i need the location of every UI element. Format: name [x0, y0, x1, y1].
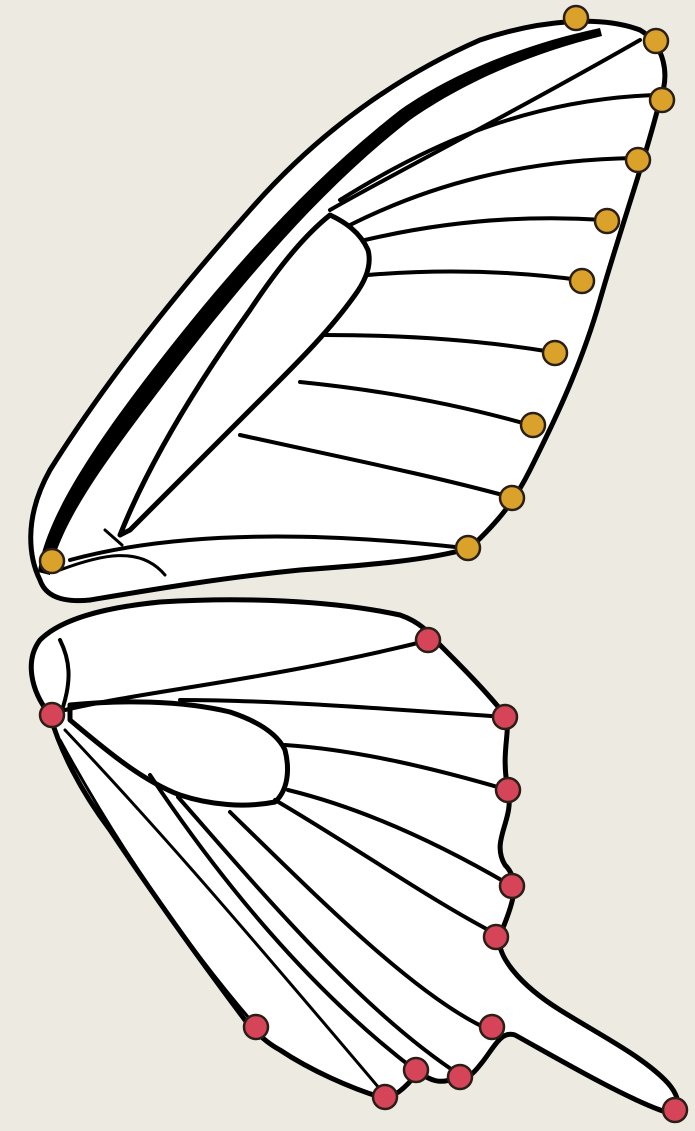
forewing-landmark [644, 29, 668, 53]
hindwing-landmark [500, 874, 524, 898]
forewing [31, 21, 665, 600]
hindwing-landmark [416, 628, 440, 652]
forewing-landmark [40, 549, 64, 573]
hindwing-landmark [484, 925, 508, 949]
forewing-landmark [595, 209, 619, 233]
forewing-landmark [650, 88, 674, 112]
hindwing-landmark [448, 1065, 472, 1089]
hindwing-landmark [480, 1015, 504, 1039]
forewing-outline [31, 21, 665, 600]
forewing-landmark [521, 413, 545, 437]
hindwing-landmark [493, 705, 517, 729]
forewing-landmark [543, 341, 567, 365]
hindwing-landmark [40, 703, 64, 727]
hindwing-landmark [663, 1098, 687, 1122]
forewing-landmark [626, 148, 650, 172]
forewing-landmark [564, 6, 588, 30]
forewing-landmark [500, 486, 524, 510]
hindwing [31, 600, 677, 1112]
hindwing-landmark [496, 778, 520, 802]
hindwing-landmark [244, 1015, 268, 1039]
hindwing-landmark [373, 1085, 397, 1109]
forewing-landmark [456, 536, 480, 560]
forewing-landmark [570, 269, 594, 293]
hindwing-landmark [404, 1058, 428, 1082]
